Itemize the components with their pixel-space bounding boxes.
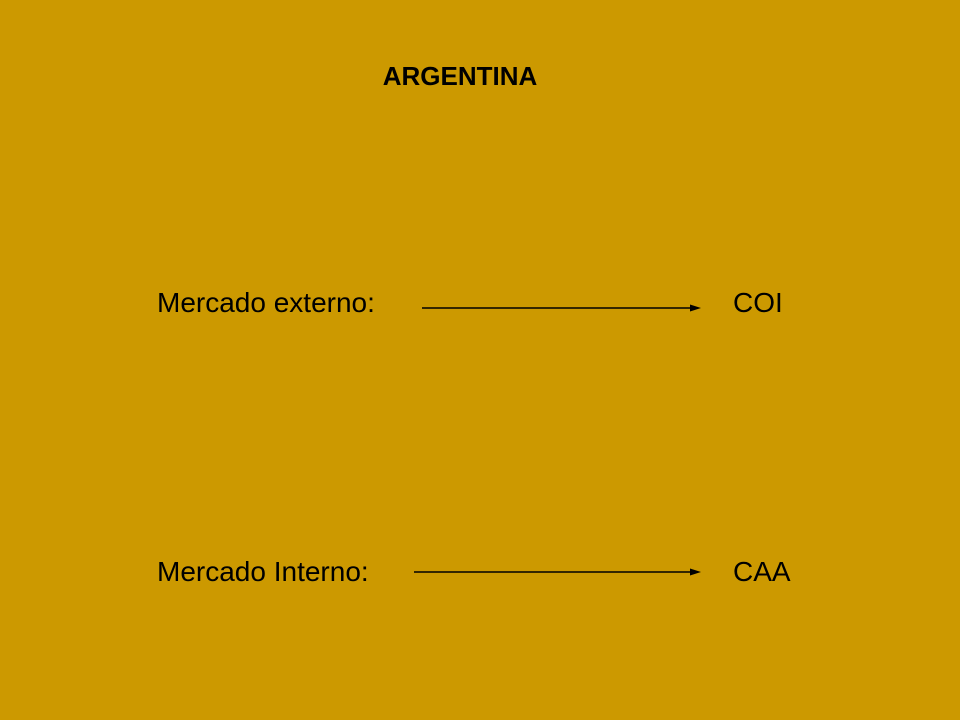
row-label-external: Mercado externo: [157,287,375,318]
row-target-external: COI [733,287,783,318]
arrow-icon [422,304,701,312]
row-label-internal: Mercado Interno: [157,556,369,587]
row-target-internal: CAA [733,556,791,587]
flow-row-internal: Mercado Interno: CAA [0,552,960,592]
arrow-icon [414,568,701,576]
flow-row-external: Mercado externo: COI [0,283,960,323]
slide-title: ARGENTINA [382,61,538,91]
